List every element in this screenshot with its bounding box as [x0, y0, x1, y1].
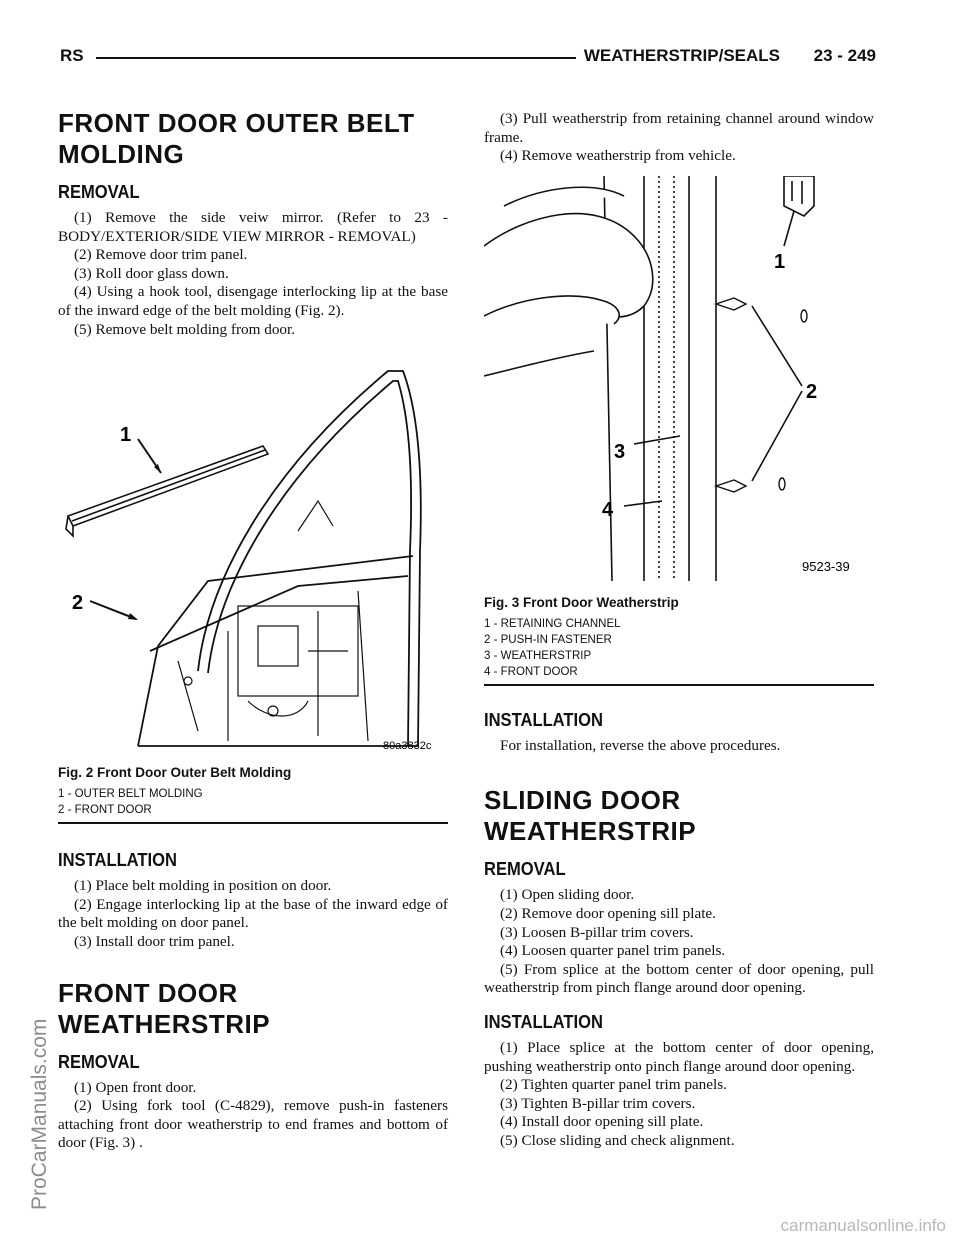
- legend-item: 1 - RETAINING CHANNEL: [484, 617, 621, 630]
- step: (5) From splice at the bottom center of …: [484, 960, 874, 997]
- figure-2: 1 2 80a3832c Fig. 2 Front Door Outer Bel…: [58, 351, 448, 825]
- step: (4) Loosen quarter panel trim panels.: [500, 942, 726, 960]
- installation-heading: INSTALLATION: [484, 709, 603, 730]
- page-number: 23 - 249: [813, 46, 876, 65]
- step: (2) Remove door opening sill plate.: [500, 904, 716, 922]
- step: (4) Using a hook tool, disengage interlo…: [58, 283, 448, 319]
- step: (1) Open front door.: [74, 1078, 197, 1096]
- removal-heading: REMOVAL: [58, 1051, 140, 1072]
- section-title-belt-molding: FRONT DOOR OUTER BELT MOLDING: [58, 108, 415, 169]
- installation-heading: INSTALLATION: [58, 850, 177, 871]
- step: (2) Engage interlocking lip at the base …: [58, 895, 448, 932]
- callout-2: 2: [806, 381, 817, 403]
- legend-item: 4 - FRONT DOOR: [484, 665, 578, 678]
- figure-rule: [484, 683, 874, 686]
- installation-text: For installation, reverse the above proc…: [500, 736, 781, 754]
- step: (5) Close sliding and check alignment.: [500, 1131, 735, 1149]
- side-watermark: ProCarManuals.com: [28, 1018, 51, 1210]
- figure-code: 9523-39: [802, 559, 850, 574]
- legend-item: 2 - FRONT DOOR: [58, 804, 152, 817]
- figure-2-caption: Fig. 2 Front Door Outer Belt Molding: [58, 765, 292, 781]
- figure-code: 80a3832c: [383, 740, 432, 752]
- section-title-sliding-weatherstrip: SLIDING DOOR WEATHERSTRIP: [484, 785, 697, 847]
- legend-item: 2 - PUSH-IN FASTENER: [484, 633, 612, 646]
- callout-3: 3: [614, 441, 625, 463]
- step: (4) Remove weatherstrip from vehicle.: [500, 147, 736, 165]
- step: (3) Install door trim panel.: [74, 932, 235, 950]
- front-door-belt-molding-illustration: 1 2 80a3832c: [65, 370, 432, 752]
- callout-1: 1: [774, 251, 785, 273]
- step: (3) Tighten B-pillar trim covers.: [500, 1094, 696, 1112]
- header-code: RS: [60, 46, 84, 65]
- header-rule: [96, 57, 576, 59]
- step: (1) Remove the side veiw mirror. (Refer …: [58, 209, 448, 245]
- legend-item: 3 - WEATHERSTRIP: [484, 649, 592, 662]
- step: (3) Roll door glass down.: [74, 264, 229, 282]
- removal-heading: REMOVAL: [484, 859, 566, 880]
- step: (5) Remove belt molding from door.: [74, 320, 296, 338]
- installation-heading: INSTALLATION: [484, 1011, 603, 1032]
- left-column: FRONT DOOR OUTER BELT MOLDING REMOVAL (1…: [58, 108, 448, 1153]
- step: (1) Place belt molding in position on do…: [74, 877, 332, 895]
- step: (3) Pull weatherstrip from retaining cha…: [484, 110, 874, 146]
- front-door-weatherstrip-illustration: 1 2 3 4 9523-39: [483, 174, 850, 581]
- callout-2: 2: [72, 592, 83, 614]
- figure-rule: [58, 822, 448, 825]
- section-title-front-weatherstrip: FRONT DOOR WEATHERSTRIP: [58, 977, 271, 1039]
- step: (4) Install door opening sill plate.: [500, 1113, 704, 1131]
- header-section: WEATHERSTRIP/SEALS: [583, 46, 780, 65]
- figure-3: 1 2 3 4 9523-39 Fig. 3 Front Door Weathe…: [483, 174, 874, 686]
- step: (3) Loosen B-pillar trim covers.: [500, 923, 694, 941]
- removal-heading: REMOVAL: [58, 182, 140, 202]
- legend-item: 1 - OUTER BELT MOLDING: [58, 788, 203, 801]
- footer-watermark: carmanualsonline.info: [780, 1216, 946, 1235]
- figure-3-caption: Fig. 3 Front Door Weatherstrip: [484, 594, 679, 610]
- callout-4: 4: [602, 499, 614, 521]
- right-column: (3) Pull weatherstrip from retaining cha…: [483, 110, 874, 1151]
- page-header: RS WEATHERSTRIP/SEALS 23 - 249: [60, 38, 876, 78]
- step: (2) Tighten quarter panel trim panels.: [500, 1076, 727, 1094]
- callout-1: 1: [120, 424, 131, 446]
- step: (2) Using fork tool (C-4829), remove pus…: [58, 1097, 448, 1152]
- step: (2) Remove door trim panel.: [74, 246, 248, 264]
- step: (1) Place splice at the bottom center of…: [484, 1038, 874, 1075]
- step: (1) Open sliding door.: [500, 886, 635, 904]
